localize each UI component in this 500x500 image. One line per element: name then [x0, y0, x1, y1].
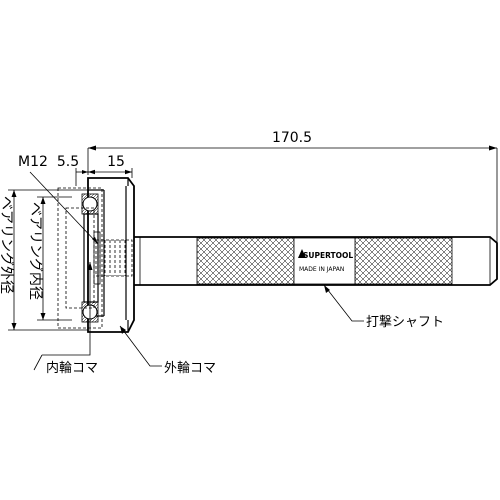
thread-leader: M12: [18, 154, 99, 245]
outer-ring-label: 外輪コマ: [164, 360, 216, 376]
knurled-grip-right: [354, 237, 453, 285]
inner-ring-label: 内輪コマ: [46, 360, 98, 376]
outer-ring-callout: 外輪コマ: [119, 325, 216, 376]
overall-length-label: 170.5: [272, 130, 312, 146]
head-assembly: [57, 177, 135, 333]
brand-mark-icon: [298, 249, 306, 258]
bearing-outer-diameter-label: ベアリング外径: [0, 196, 14, 294]
overall-length-dimension: 170.5: [87, 130, 498, 245]
head-length-dimension: 15: [88, 154, 133, 178]
brand-logo: SUPERTOOL MADE IN JAPAN: [298, 249, 353, 273]
thread-offset-label: 5.5: [57, 154, 79, 170]
brand-origin-text: MADE IN JAPAN: [299, 266, 344, 273]
bearing-inner-diameter-label: ベアリング内径: [27, 202, 43, 300]
bearing-outer-diameter-dimension: ベアリング外径: [0, 189, 88, 331]
impact-shaft-label: 打撃シャフト: [366, 314, 444, 330]
knurled-grip-left: [196, 237, 295, 285]
head-length-label: 15: [107, 154, 125, 170]
inner-ring-callout: 内輪コマ: [33, 262, 98, 376]
thread-label: M12: [18, 154, 48, 170]
brand-logo-text: SUPERTOOL: [303, 251, 353, 260]
impact-shaft-callout: 打撃シャフト: [323, 284, 444, 330]
impact-shaft: SUPERTOOL MADE IN JAPAN: [134, 236, 498, 286]
bearing-inner-diameter-dimension: ベアリング内径: [27, 196, 72, 321]
thread-offset-dimension: 5.5: [57, 154, 88, 186]
